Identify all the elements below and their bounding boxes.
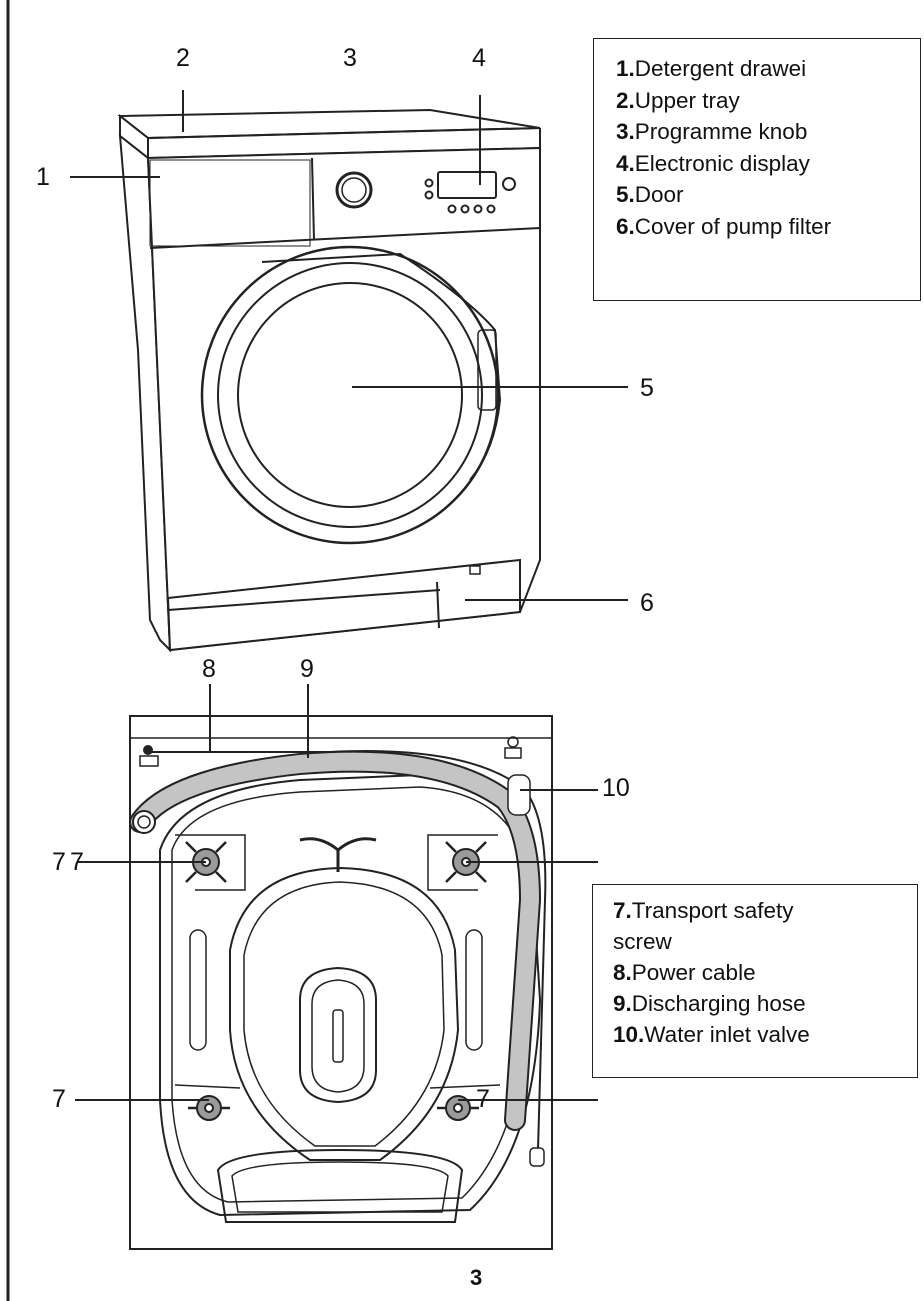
legend-item: 7.Transport safety screw [613, 898, 794, 954]
callout-2: 2 [176, 44, 190, 72]
callout-7-bottom-right: 7 [476, 1085, 490, 1113]
legend-item: 5.Door [616, 182, 684, 207]
discharging-hose-shape [129, 750, 542, 1131]
water-inlet-valve-shape [507, 774, 531, 816]
display-shape [437, 171, 497, 199]
machine-body-shape [146, 146, 541, 652]
legend-back-parts: 7.Transport safety screw 8.Power cable 9… [592, 884, 918, 1078]
front-leader-lines [70, 90, 628, 601]
callout-8: 8 [202, 655, 216, 683]
callout-1: 1 [36, 163, 50, 191]
callout-10: 10 [602, 774, 630, 802]
callout-5: 5 [640, 374, 654, 402]
legend-item: 3.Programme knob [616, 119, 808, 144]
legend-item: 2.Upper tray [616, 87, 740, 113]
legend-item: 6.Cover of pump filter [616, 213, 832, 239]
page-number: 3 [470, 1265, 483, 1290]
detergent-drawer-shape [149, 159, 311, 247]
door-shape [200, 245, 500, 545]
transport-screws [185, 841, 487, 1121]
legend-item: 1.Detergent drawei [616, 56, 807, 81]
legend-item: 8.Power cable [613, 960, 756, 985]
legend-item: 10.Water inlet valve [613, 1022, 810, 1047]
back-leader-lines [75, 684, 598, 1101]
callout-3: 3 [343, 44, 357, 72]
legend-item: 9.Discharging hose [613, 991, 806, 1016]
callout-7-top-left-duplicate: 7 [70, 848, 84, 876]
washing-machine-back [129, 715, 553, 1250]
callout-6: 6 [640, 589, 654, 617]
callout-7-bottom-left: 7 [52, 1085, 66, 1113]
programme-knob-shape [335, 171, 373, 209]
callout-9: 9 [300, 655, 314, 683]
legend-front-parts: 1.Detergent drawei 2.Upper tray 3.Progra… [593, 38, 921, 301]
callout-4: 4 [472, 44, 486, 72]
callout-7-top-left: 7 [52, 848, 66, 876]
washing-machine-front [117, 108, 541, 653]
legend-item: 4.Electronic display [616, 150, 810, 176]
